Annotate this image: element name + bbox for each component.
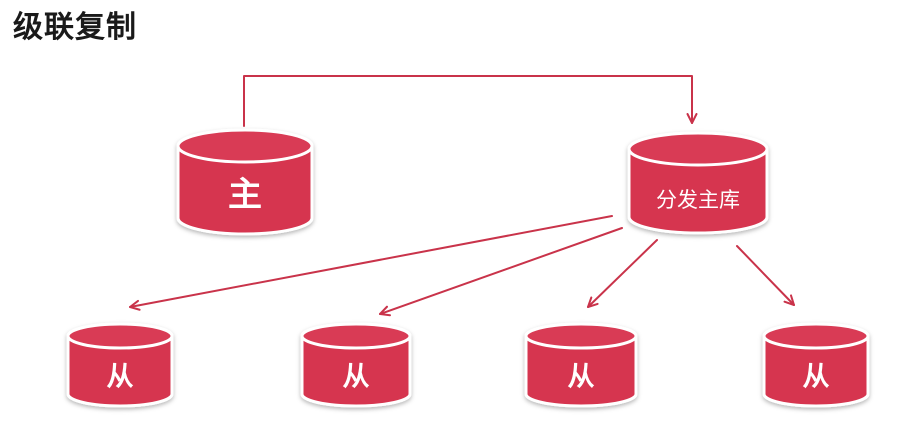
slave-database-1-body: [66, 334, 174, 408]
master-database-label: 主: [228, 175, 262, 215]
relay-master-database-top: [627, 131, 769, 167]
slave-database-3-top: [524, 322, 638, 350]
connectors: [129, 75, 795, 317]
arrow-relay-to-slave-1: [129, 215, 613, 311]
master-database-body: [176, 144, 314, 236]
arrow-relay-to-slave-3: [587, 239, 658, 308]
slave-database-2-top: [300, 322, 412, 350]
arrow-relay-to-slave-2: [379, 227, 623, 317]
slave-database-3: 从: [524, 322, 638, 408]
slave-database-4-body: [762, 334, 870, 408]
slave-database-1-label: 从: [107, 362, 134, 393]
slave-database-4-top: [762, 322, 870, 350]
master-database-top: [176, 128, 314, 164]
arrow-master-to-relay: [243, 75, 698, 127]
relay-master-database-label: 分发主库: [656, 188, 740, 212]
slave-database-2-body: [300, 334, 412, 408]
slave-database-1: 从: [66, 322, 174, 408]
slide-title: 级联复制: [13, 10, 137, 45]
slave-database-1-top: [66, 322, 174, 350]
master-database: 主: [176, 128, 314, 236]
relay-master-database: 分发主库: [627, 131, 769, 235]
slave-database-4-label: 从: [803, 362, 830, 393]
slave-database-4: 从: [762, 322, 870, 408]
slave-database-3-body: [524, 334, 638, 408]
slave-database-2: 从: [300, 322, 412, 408]
arrow-relay-to-slave-4: [736, 245, 795, 306]
relay-master-database-body: [627, 147, 769, 235]
slave-database-3-label: 从: [568, 362, 595, 393]
slave-database-2-label: 从: [343, 362, 370, 393]
